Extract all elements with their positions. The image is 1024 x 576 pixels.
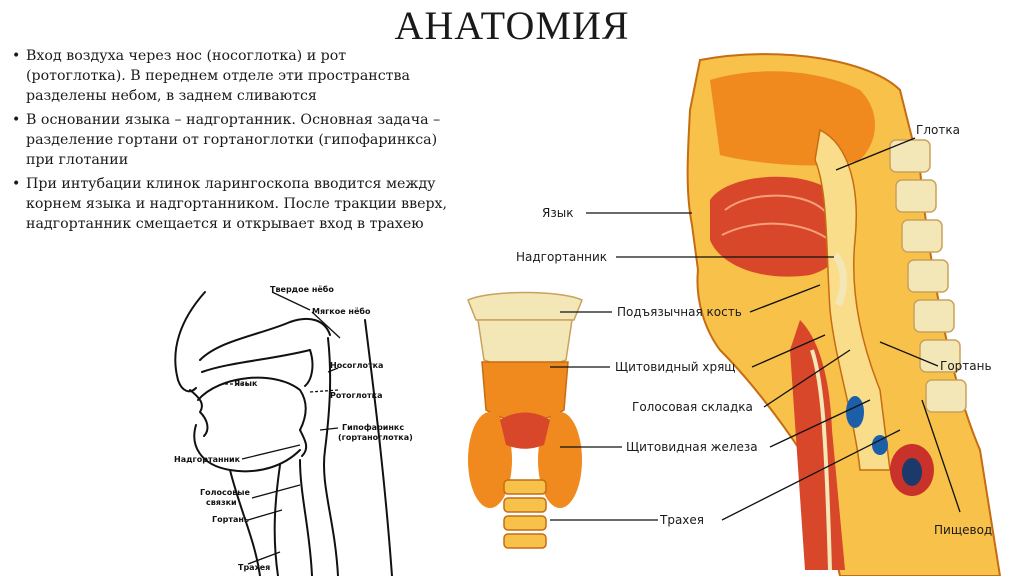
sagittal-section xyxy=(686,53,1002,576)
label-thyroid-cartilage: Щитовидный хрящ xyxy=(615,360,736,374)
bullet-item: В основании языка – надгортанник. Основн… xyxy=(10,110,450,170)
label-esophagus: Пищевод xyxy=(934,523,992,537)
label-tongue: Язык xyxy=(542,206,573,220)
label-hypopharynx: Гипофаринкс xyxy=(342,423,404,432)
larynx-illustration: Глотка Язык Надгортанник Подъязычная кос… xyxy=(467,53,1002,576)
label-hypopharynx-alt: (гортаноглотка) xyxy=(338,433,413,442)
label-pharynx: Глотка xyxy=(916,123,960,137)
bullet-item: Вход воздуха через нос (носоглотка) и ро… xyxy=(10,46,450,106)
label-larynx: Гортань xyxy=(940,359,992,373)
label-nasopharynx: Носоглотка xyxy=(330,361,383,370)
label-tongue: Язык xyxy=(234,379,258,388)
label-oropharynx: Ротоглотка xyxy=(330,391,383,400)
airway-sketch: Твердое нёбо Мягкое нёбо Носоглотка Язык… xyxy=(174,284,413,576)
bullet-list: Вход воздуха через нос (носоглотка) и ро… xyxy=(10,46,450,238)
label-epiglottis: Надгортанник xyxy=(174,455,241,464)
label-trachea: Трахея xyxy=(238,563,270,572)
bullet-item: При интубации клинок ларингоскопа вводит… xyxy=(10,174,450,234)
label-vocal-cords-2: связки xyxy=(206,498,237,507)
slide-title: АНАТОМИЯ xyxy=(394,3,630,48)
label-trachea: Трахея xyxy=(659,513,704,527)
label-hyoid-bone: Подъязычная кость xyxy=(617,305,742,319)
label-epiglottis: Надгортанник xyxy=(516,250,607,264)
label-hard-palate: Твердое нёбо xyxy=(270,284,334,294)
label-soft-palate: Мягкое нёбо xyxy=(312,306,371,316)
label-vocal-cords: Голосовые xyxy=(200,488,250,497)
label-larynx: Гортань xyxy=(212,515,249,524)
label-vocal-fold: Голосовая складка xyxy=(632,400,753,414)
label-thyroid-gland: Щитовидная железа xyxy=(626,440,758,454)
isolated-larynx xyxy=(467,291,583,549)
